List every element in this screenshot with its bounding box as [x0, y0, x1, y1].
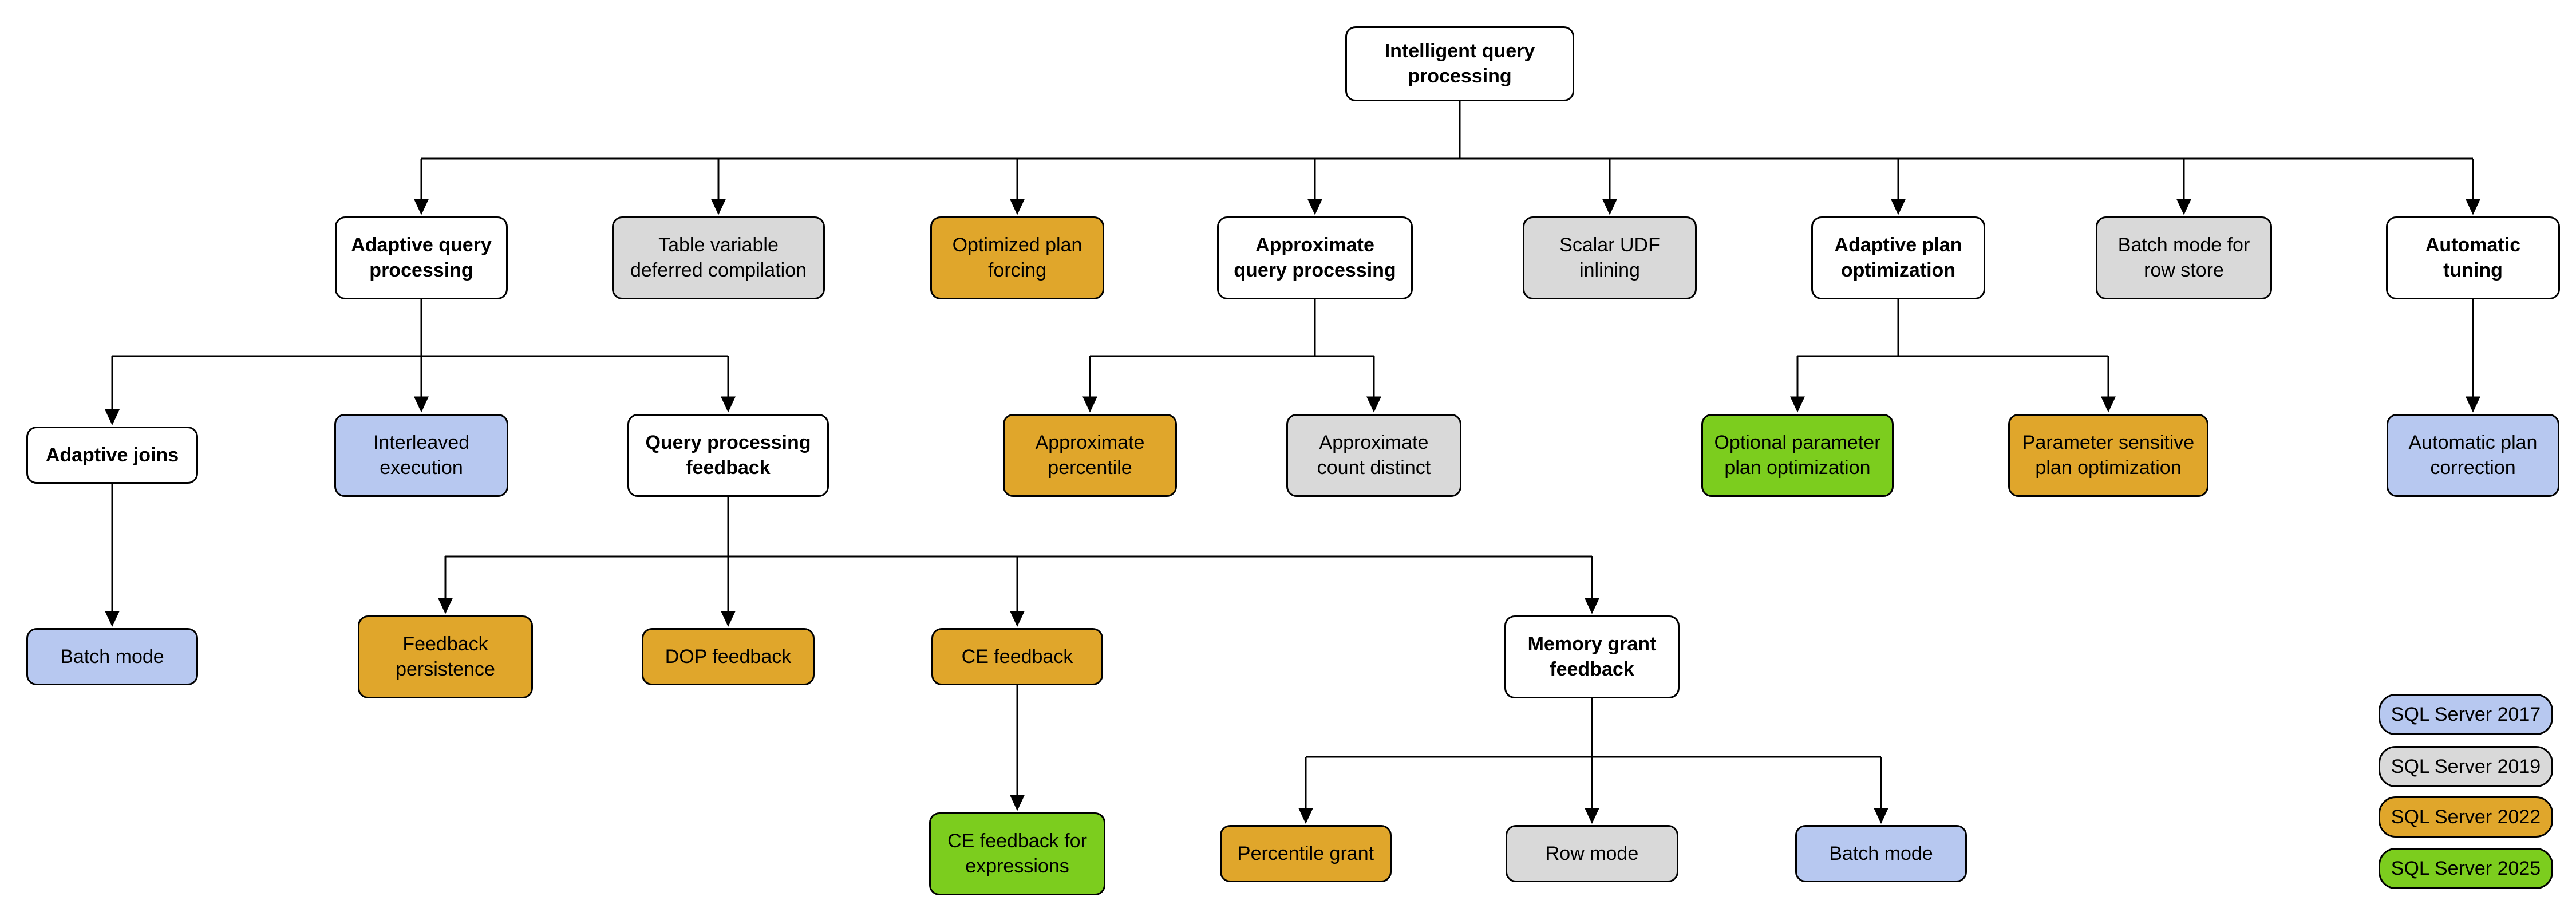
node-percentile-grant: Percentile grant — [1220, 825, 1392, 882]
node-adaptive-joins: Adaptive joins — [26, 427, 198, 484]
node-feedback-persistence: Feedback persistence — [358, 615, 533, 698]
node-approximate-percentile: Approximate percentile — [1003, 413, 1177, 497]
node-ce-feedback-for-expressions: CE feedback for expressions — [929, 812, 1105, 895]
node-dop-feedback: DOP feedback — [642, 628, 815, 685]
node-parameter-sensitive-plan-optimization: Parameter sensitive plan optimization — [2008, 413, 2208, 497]
node-table-variable-deferred-compilation: Table variable deferred compilation — [612, 216, 825, 299]
node-batch-mode-memory-grant: Batch mode — [1795, 825, 1967, 882]
node-adaptive-query-processing: Adaptive query processing — [335, 216, 508, 299]
node-batch-mode-adaptive-joins: Batch mode — [26, 628, 198, 685]
node-row-mode: Row mode — [1506, 825, 1678, 882]
node-interleaved-execution: Interleaved execution — [334, 413, 508, 497]
node-memory-grant-feedback: Memory grant feedback — [1504, 615, 1680, 698]
node-ce-feedback: CE feedback — [931, 628, 1103, 685]
legend-item-sql-server-2017: SQL Server 2017 — [2379, 694, 2553, 735]
node-query-processing-feedback: Query processing feedback — [627, 413, 829, 497]
node-intelligent-query-processing: Intelligent query processing — [1345, 26, 1574, 101]
node-scalar-udf-inlining: Scalar UDF inlining — [1523, 216, 1697, 299]
node-approximate-count-distinct: Approximate count distinct — [1286, 413, 1461, 497]
node-approximate-query-processing: Approximate query processing — [1217, 216, 1413, 299]
node-automatic-plan-correction: Automatic plan correction — [2387, 413, 2559, 497]
edge-lines — [111, 101, 2474, 810]
legend-item-sql-server-2025: SQL Server 2025 — [2379, 848, 2553, 889]
node-optimized-plan-forcing: Optimized plan forcing — [930, 216, 1104, 299]
legend-item-sql-server-2019: SQL Server 2019 — [2379, 746, 2553, 787]
node-automatic-tuning: Automatic tuning — [2386, 216, 2560, 299]
legend-item-sql-server-2022: SQL Server 2022 — [2379, 796, 2553, 838]
node-optional-parameter-plan-optimization: Optional parameter plan optimization — [1701, 413, 1894, 497]
node-adaptive-plan-optimization: Adaptive plan optimization — [1811, 216, 1985, 299]
node-batch-mode-for-row-store: Batch mode for row store — [2096, 216, 2272, 299]
